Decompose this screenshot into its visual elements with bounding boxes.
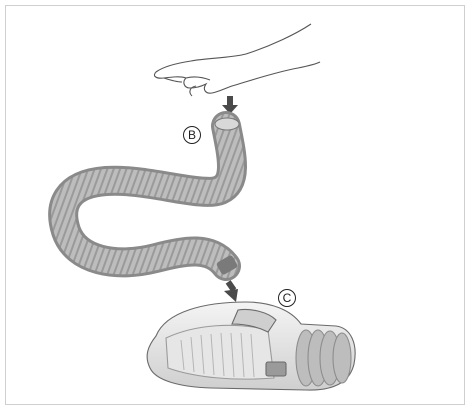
illustration-frame: B C <box>5 5 465 405</box>
assembly-diagram <box>6 6 466 406</box>
device-housing-illustration <box>147 302 355 390</box>
arrow-down-right-icon <box>224 280 238 302</box>
hose-callout-label: B <box>183 126 201 144</box>
unit-callout-label: C <box>278 289 296 307</box>
flexible-hose-illustration <box>63 118 239 276</box>
hand-illustration <box>154 24 320 96</box>
